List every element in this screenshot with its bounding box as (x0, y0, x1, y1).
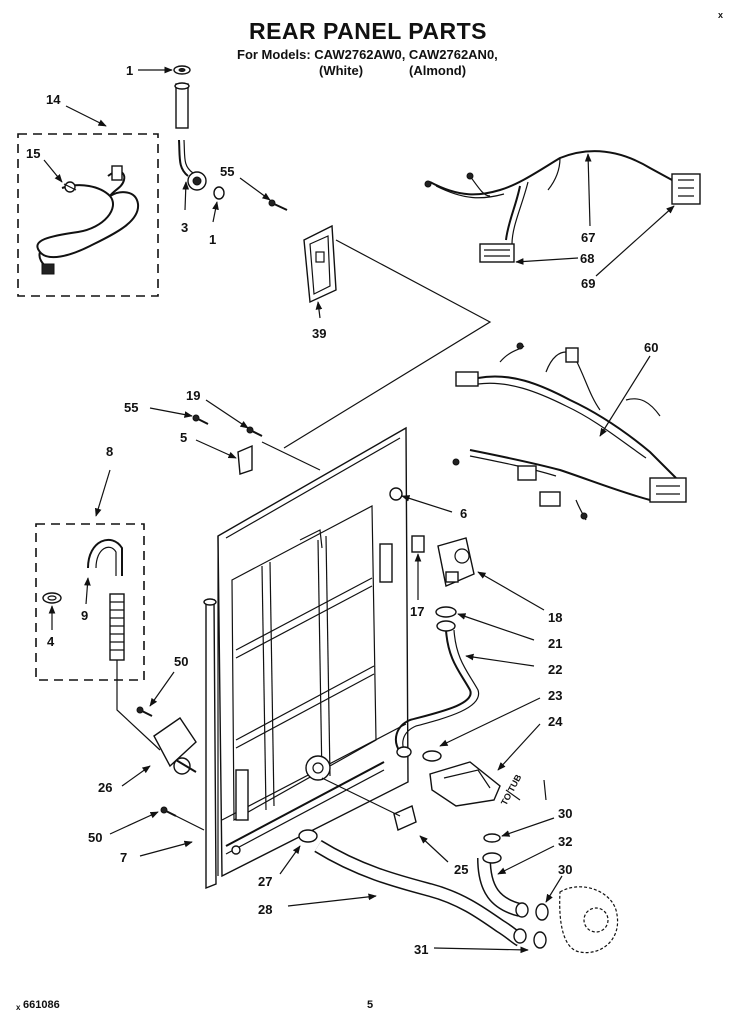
pump-outline (559, 886, 619, 954)
corner-mark: x (718, 10, 724, 20)
callout-21: 21 (548, 636, 562, 651)
callout-67: 67 (581, 230, 595, 245)
bracket-26-part (153, 717, 197, 775)
wire-harness-60-part (452, 342, 687, 521)
footer-mark: x (16, 1003, 21, 1012)
clip-5-part (237, 444, 253, 475)
screw-55-left (192, 414, 209, 425)
callouts-layer (43, 66, 675, 954)
callout-60: 60 (644, 340, 658, 355)
clip-25-part (393, 805, 417, 831)
callout-5: 5 (180, 430, 187, 445)
side-rail-part (203, 598, 217, 890)
callout-3: 3 (181, 220, 188, 235)
drain-hose-part (87, 538, 125, 661)
callout-55-top: 55 (220, 164, 234, 179)
callout-55-left: 55 (124, 400, 138, 415)
callout-31: 31 (414, 942, 428, 957)
callout-19: 19 (186, 388, 200, 403)
clamp-30-bottom-part (535, 903, 549, 921)
pressure-switch-part (411, 535, 475, 587)
page-title: REAR PANEL PARTS (248, 18, 488, 44)
callout-23: 23 (548, 688, 562, 703)
callout-69: 69 (581, 276, 595, 291)
callout-15: 15 (26, 146, 40, 161)
drain-hose-28-part (314, 840, 527, 947)
inlet-washer-part (173, 65, 191, 75)
screw-55-top (268, 199, 288, 211)
callout-22: 22 (548, 662, 562, 677)
callout-4: 4 (47, 634, 55, 649)
clamp-31-part (533, 931, 547, 949)
callout-17: 17 (410, 604, 424, 619)
callout-1-lower: 1 (209, 232, 216, 247)
drain-hose-kit-box (35, 523, 145, 681)
hose-clamp-21-part (435, 606, 457, 618)
inlet-hose-part (174, 82, 225, 200)
callout-27: 27 (258, 874, 272, 889)
callout-26: 26 (98, 780, 112, 795)
hose-clamp-23-part (422, 750, 442, 762)
rear-panel-part (217, 426, 409, 878)
callout-7: 7 (120, 850, 127, 865)
callout-6: 6 (460, 506, 467, 521)
callout-50-top: 50 (174, 654, 188, 669)
tub-fitting-24-part (429, 761, 501, 807)
pressure-hose-part (394, 620, 480, 758)
callout-8: 8 (106, 444, 113, 459)
wire-harness-67-part (424, 150, 701, 263)
page-number: 5 (367, 999, 374, 1011)
color-almond-label: (Almond) (409, 63, 467, 78)
clamp-27-part (298, 829, 318, 843)
clamp-30-top-part (483, 833, 501, 843)
color-white-label: (White) (319, 63, 364, 78)
callout-18: 18 (548, 610, 562, 625)
hose-clamp-4-part (42, 592, 62, 604)
leader-panel-to-cover (283, 239, 492, 449)
screw-50-bottom (160, 806, 177, 817)
elbow-32-part (477, 852, 529, 918)
screw-19 (246, 426, 263, 437)
callout-28: 28 (258, 902, 272, 917)
callout-9: 9 (81, 608, 88, 623)
callout-25: 25 (454, 862, 468, 877)
callout-14: 14 (46, 92, 61, 107)
models-line: For Models: CAW2762AW0, CAW2762AN0, (237, 47, 498, 62)
callout-32: 32 (558, 834, 572, 849)
to-tub-annotation: TO TUB (499, 772, 524, 807)
callout-50-bottom: 50 (88, 830, 102, 845)
callout-30-bottom: 30 (558, 862, 572, 877)
callout-30-top: 30 (558, 806, 572, 821)
screw-50-top (136, 706, 153, 717)
callout-39: 39 (312, 326, 326, 341)
power-cord-part (36, 165, 140, 275)
callout-1-top: 1 (126, 63, 133, 78)
callout-68: 68 (580, 251, 594, 266)
terminal-block-cover-part (303, 224, 337, 304)
diagram-code: 661086 (23, 999, 60, 1011)
callout-24: 24 (548, 714, 563, 729)
